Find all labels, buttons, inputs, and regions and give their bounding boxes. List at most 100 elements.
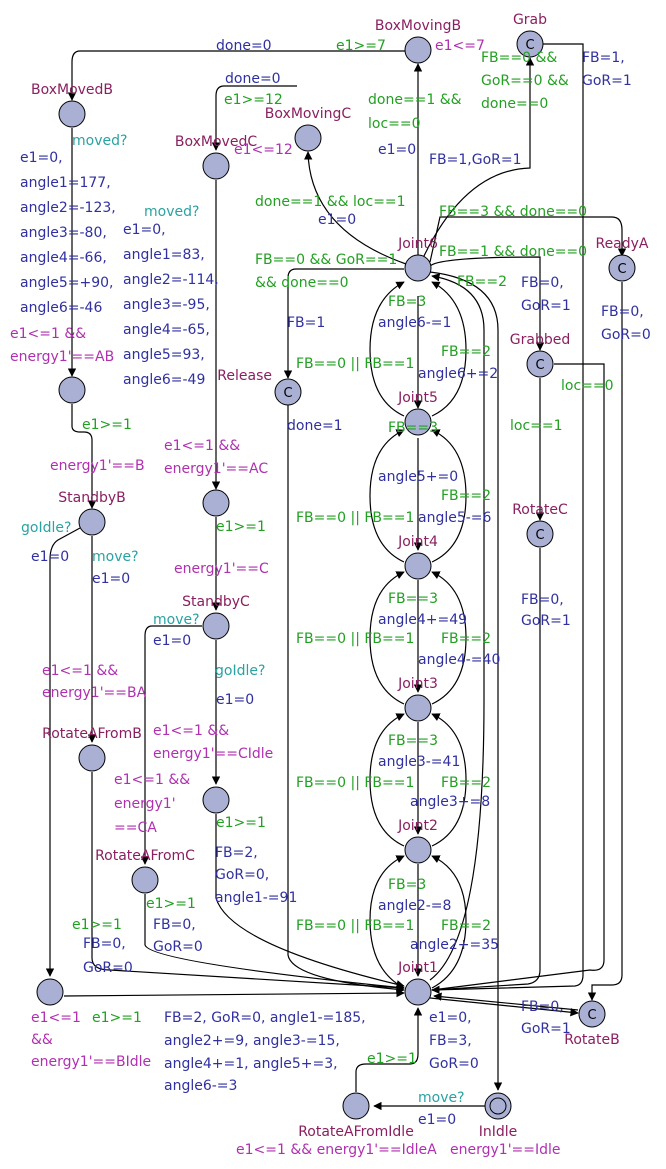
invariant-label: e1<=1 && — [114, 772, 190, 788]
guard-label: e1>=1 — [146, 896, 196, 912]
update-label: angle2+=9, angle3-=15, — [164, 1033, 340, 1049]
invariant-label: e1<=1 && — [164, 438, 240, 454]
committed-marker: C — [525, 38, 534, 53]
update-label: angle3=-95, — [123, 297, 210, 313]
guard-label: FB==2 — [441, 344, 491, 360]
location-name: BoxMovingC — [265, 106, 352, 122]
guard-label: e1>=1 — [82, 417, 132, 433]
edge-grabbed-to-joint6-loc0 — [431, 363, 605, 991]
update-label: angle1=177, — [20, 175, 111, 191]
edge-bafterb-to-standbyb — [71, 404, 97, 509]
update-label: GoR=0 — [601, 327, 651, 343]
invariant-label: e1<=1 && — [10, 326, 86, 342]
guard-label: done==1 && loc==1 — [255, 194, 406, 210]
location-node-box-moving-c — [294, 124, 322, 152]
update-label: FB=2, GoR=0, angle1-=185, — [164, 1010, 366, 1026]
update-label: e1=0 — [216, 692, 254, 708]
location-node-joint1 — [404, 978, 432, 1006]
location-name: Joint4 — [397, 534, 438, 550]
location-name: ReadyA — [595, 236, 648, 252]
update-label: GoR=1 — [521, 1021, 571, 1037]
location-bafter-b — [58, 376, 86, 404]
invariant-label: e1<=1 && energy1'==IdleA — [236, 1142, 437, 1158]
update-label: GoR=0 — [429, 1056, 479, 1072]
location-node-bidle — [36, 978, 64, 1006]
location-bidle — [36, 978, 64, 1006]
update-label: angle2=-123, — [20, 200, 116, 216]
edge-standbyc-to-rotateafromc — [140, 625, 202, 865]
location-name: StandbyC — [182, 594, 250, 610]
edge-joint5-to-joint6-left — [369, 281, 405, 417]
update-label: GoR=1 — [582, 73, 632, 89]
sync-label: goIdle? — [215, 663, 265, 679]
guard-label: done==0 — [481, 96, 548, 112]
location-name: Joint1 — [397, 960, 438, 976]
guard-label: e1>=1 — [216, 815, 266, 831]
guard-label: FB==2 — [441, 488, 491, 504]
location-cafter-c — [202, 489, 230, 517]
guard-label: FB=3 — [388, 294, 426, 310]
invariant-label: energy1'==B — [50, 458, 145, 474]
update-label: FB=0, — [521, 592, 564, 608]
location-name: Grabbed — [510, 332, 570, 348]
guard-label: FB==2 — [441, 631, 491, 647]
edge-joint6-to-boxmovingc — [303, 151, 407, 265]
edge-rotatec-to-joint1 — [431, 548, 541, 991]
invariant-label: energy1'==CIdle — [153, 746, 273, 762]
guard-label: FB==0 || FB==1 — [296, 631, 414, 647]
location-node-joint2 — [404, 836, 432, 864]
invariant-label: ==CA — [114, 820, 157, 836]
location-in-idle: InIdle — [479, 1092, 518, 1140]
invariant-label: energy1'==Idle — [450, 1142, 561, 1158]
update-label: angle6+=2 — [418, 366, 498, 382]
sync-label: moved? — [72, 133, 127, 149]
guard-label: e1>=1 — [367, 1051, 417, 1067]
update-label: FB=3, — [429, 1033, 472, 1049]
location-name: Joint3 — [397, 676, 438, 692]
location-box-moving-c: BoxMovingC — [265, 106, 352, 152]
guard-label: e1>=12 — [224, 92, 283, 108]
update-label: done=1 — [287, 418, 343, 434]
edge-rotateafromc-to-joint1 — [144, 894, 405, 992]
committed-marker: C — [535, 528, 544, 543]
guard-label: FB==2 — [441, 918, 491, 934]
edge-release-to-joint1 — [287, 404, 405, 994]
sync-label: moved? — [144, 204, 199, 220]
update-label: angle6-=1 — [378, 315, 451, 331]
guard-label: FB==2 — [457, 274, 507, 290]
location-name: Joint5 — [397, 390, 438, 406]
edge-standbyb-to-bidle — [45, 527, 81, 977]
location-name: BoxMovingB — [375, 18, 461, 34]
update-label: angle4=-66, — [20, 250, 107, 266]
update-label: GoR=1 — [521, 613, 571, 629]
update-label: FB=1,GoR=1 — [429, 152, 522, 168]
update-label: angle6-=3 — [164, 1078, 237, 1094]
guard-label: e1>=1 — [216, 519, 266, 535]
invariant-label: && — [31, 1032, 53, 1048]
location-name: BoxMovedB — [31, 82, 113, 98]
update-label: angle1-=91 — [215, 890, 297, 906]
guard-label: loc==0 — [368, 116, 421, 132]
update-label: angle2-=8 — [378, 898, 451, 914]
update-label: angle3=-80, — [20, 225, 107, 241]
location-node-box-moving-b — [404, 36, 432, 64]
location-name: InIdle — [479, 1124, 518, 1140]
location-node-box-moved-b — [58, 100, 86, 128]
update-label: angle3+=8 — [410, 794, 490, 810]
guard-label: done==1 && — [368, 92, 462, 108]
edge-joint1-to-rotateb — [429, 997, 579, 1017]
guard-label: e1>=1 — [92, 1010, 142, 1026]
edge-joint3-to-joint4-left — [369, 571, 405, 705]
location-node-rotate-afrom-c — [131, 866, 159, 894]
edge-joint6-to-release — [283, 268, 404, 379]
edge-joint6-to-inidle — [429, 271, 503, 1091]
committed-marker: C — [283, 386, 292, 401]
guard-label: FB==0 || FB==1 — [296, 356, 414, 372]
location-name: Joint6 — [397, 236, 438, 252]
update-label: GoR=0 — [83, 960, 133, 976]
location-name: RotateAFromIdle — [298, 1124, 414, 1140]
update-label: FB=2, — [215, 845, 258, 861]
